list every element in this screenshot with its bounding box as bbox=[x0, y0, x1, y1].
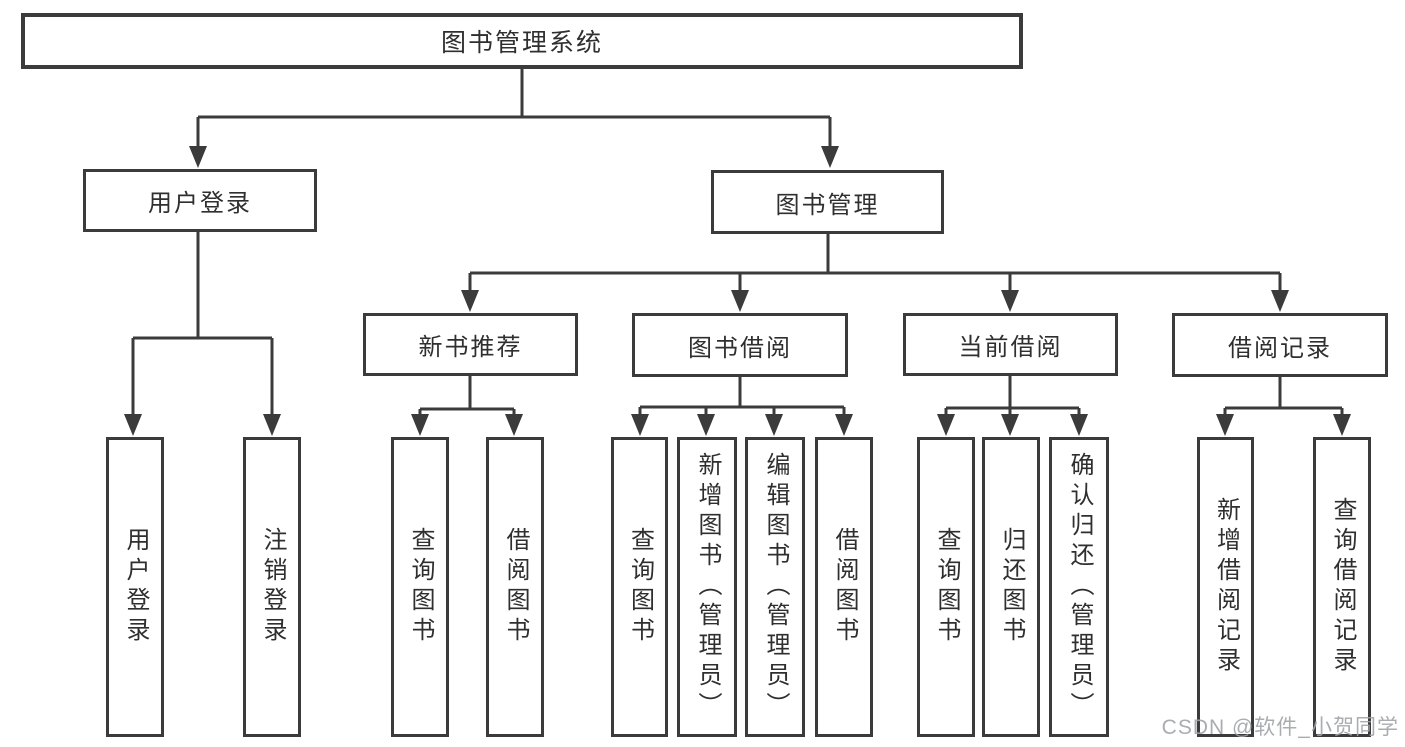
node-book-borrowing: 图书借阅 bbox=[632, 313, 848, 377]
leaf-user-login: 用户登录 bbox=[106, 437, 164, 737]
leaf-add-borrow-record-label: 新增借阅记录 bbox=[1212, 497, 1240, 677]
leaf-confirm-return-admin: 确认归还（管理员） bbox=[1049, 437, 1109, 737]
leaf-query-books-recommend-label: 查询图书 bbox=[407, 527, 434, 647]
node-borrowing-records: 借阅记录 bbox=[1172, 313, 1388, 377]
leaf-query-books-borrow-label: 查询图书 bbox=[626, 527, 654, 647]
leaf-logout: 注销登录 bbox=[243, 437, 301, 737]
csdn-watermark: CSDN @软件_小贺同学 bbox=[1161, 716, 1399, 739]
node-library-management-system: 图书管理系统 bbox=[21, 13, 1023, 69]
leaf-query-books-borrow: 查询图书 bbox=[611, 437, 668, 737]
leaf-borrow-books-borrow: 借阅图书 bbox=[815, 437, 873, 737]
leaf-add-borrow-record: 新增借阅记录 bbox=[1197, 437, 1254, 737]
leaf-return-books-label: 归还图书 bbox=[998, 527, 1025, 647]
leaf-logout-label: 注销登录 bbox=[259, 527, 286, 647]
leaf-add-book-admin-label: 新增图书（管理员） bbox=[694, 452, 721, 722]
leaf-edit-book-admin: 编辑图书（管理员） bbox=[745, 437, 805, 737]
leaf-query-borrow-record-label: 查询借阅记录 bbox=[1329, 497, 1356, 677]
leaf-borrow-books-recommend-label: 借阅图书 bbox=[502, 527, 529, 647]
leaf-borrow-books-recommend: 借阅图书 bbox=[486, 437, 544, 737]
node-current-borrowing: 当前借阅 bbox=[903, 313, 1118, 376]
leaf-edit-book-admin-label: 编辑图书（管理员） bbox=[762, 452, 789, 722]
leaf-return-books: 归还图书 bbox=[982, 437, 1040, 737]
leaf-query-borrow-record: 查询借阅记录 bbox=[1313, 437, 1371, 737]
leaf-query-books-current: 查询图书 bbox=[917, 437, 975, 737]
node-user-login-branch: 用户登录 bbox=[83, 169, 317, 232]
leaf-query-books-recommend: 查询图书 bbox=[391, 437, 449, 737]
leaf-user-login-label: 用户登录 bbox=[122, 527, 149, 647]
leaf-confirm-return-admin-label: 确认归还（管理员） bbox=[1066, 452, 1093, 722]
leaf-query-books-current-label: 查询图书 bbox=[933, 527, 960, 647]
leaf-borrow-books-borrow-label: 借阅图书 bbox=[831, 527, 858, 647]
node-book-management-branch: 图书管理 bbox=[711, 170, 944, 234]
node-new-book-recommendation: 新书推荐 bbox=[363, 313, 578, 376]
leaf-add-book-admin: 新增图书（管理员） bbox=[677, 437, 737, 737]
